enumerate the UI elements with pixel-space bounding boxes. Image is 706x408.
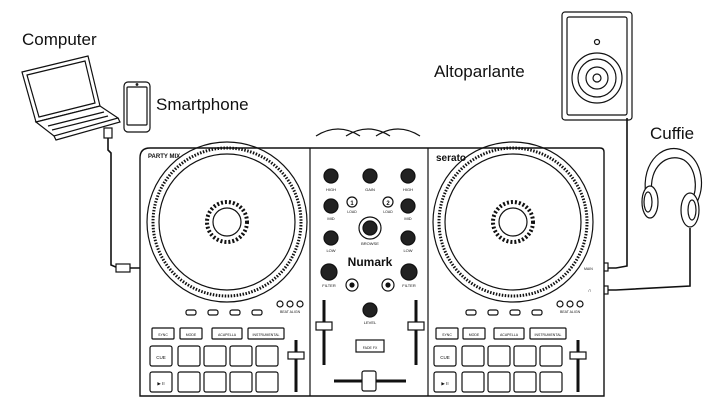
right-sync-label: SYNC: [442, 333, 452, 337]
load-right-text: LOAD: [383, 210, 393, 214]
left-low-label: LOW: [326, 248, 335, 253]
browse-knob: [358, 216, 382, 240]
browse-label: BROWSE: [361, 241, 379, 246]
fade-fx-button: [355, 339, 385, 353]
level-label: LEVEL: [364, 320, 377, 325]
smartphone-icon: [123, 81, 151, 133]
left-pitch-fader: [287, 340, 305, 392]
right-play-label: ▶ II: [441, 381, 448, 386]
right-high-label: HIGH: [403, 187, 413, 192]
main-output-label: MAIN: [584, 267, 593, 271]
speaker-label: Altoparlante: [434, 62, 525, 81]
left-beat-align-buttons: [185, 300, 304, 316]
left-cue-label: CUE: [156, 355, 166, 360]
headphones-icon: [641, 147, 703, 228]
left-sync-label: SYNC: [158, 333, 168, 337]
left-performance-pads: [149, 345, 279, 393]
left-beat-align-label: BEAT ALIGN: [280, 310, 301, 314]
right-brand-text: serato: [436, 153, 466, 164]
gain-knob: [362, 168, 378, 184]
left-high-label: HIGH: [326, 187, 336, 192]
right-performance-pads: [433, 345, 563, 393]
left-filter-label: FILTER: [322, 283, 336, 288]
right-instrumental-label: INSTRUMENTAL: [535, 333, 562, 337]
numark-logo-text: Numark: [348, 255, 393, 269]
right-jog-wheel: [432, 141, 594, 303]
level-knob: [362, 302, 378, 318]
right-beat-align-buttons: [465, 300, 584, 316]
gain-label: GAIN: [365, 187, 375, 192]
fade-fx-label: FADE FX: [363, 346, 378, 350]
right-beat-align-label: BEAT ALIGN: [560, 310, 581, 314]
crossfader: [334, 370, 406, 392]
left-channel-fader: [315, 300, 333, 365]
right-eq-knobs: [400, 168, 418, 281]
left-instrumental-label: INSTRUMENTAL: [253, 333, 280, 337]
left-jog-wheel: [146, 141, 308, 303]
left-acapella-label: ACAPELLA: [218, 333, 237, 337]
speaker-icon: [561, 11, 633, 121]
right-mode-label: MODE: [469, 333, 480, 337]
left-mid-label: MID: [327, 216, 334, 221]
right-acapella-label: ACAPELLA: [500, 333, 519, 337]
right-mid-label: MID: [404, 216, 411, 221]
left-mode-label: MODE: [186, 333, 197, 337]
load-left-text: LOAD: [347, 210, 357, 214]
left-brand-text: PARTY MIX: [148, 154, 180, 160]
load-2-label: 2: [386, 201, 390, 207]
left-play-label: ▶ II: [157, 381, 164, 386]
right-filter-label: FILTER: [402, 283, 416, 288]
smartphone-label: Smartphone: [156, 95, 249, 114]
right-low-label: LOW: [403, 248, 412, 253]
load-1-label: 1: [350, 201, 354, 207]
headphones-label: Cuffie: [650, 124, 695, 143]
phones-output-label: ∩: [588, 288, 592, 294]
left-eq-knobs: [320, 168, 339, 281]
load-buttons: [346, 196, 394, 208]
computer-label: Computer: [22, 30, 97, 49]
left-mode-buttons: [151, 327, 285, 340]
right-channel-fader: [407, 300, 425, 365]
right-mode-buttons: [435, 327, 567, 340]
right-pitch-fader: [569, 340, 587, 392]
right-cue-label: CUE: [440, 355, 450, 360]
laptop-icon: [21, 55, 121, 141]
